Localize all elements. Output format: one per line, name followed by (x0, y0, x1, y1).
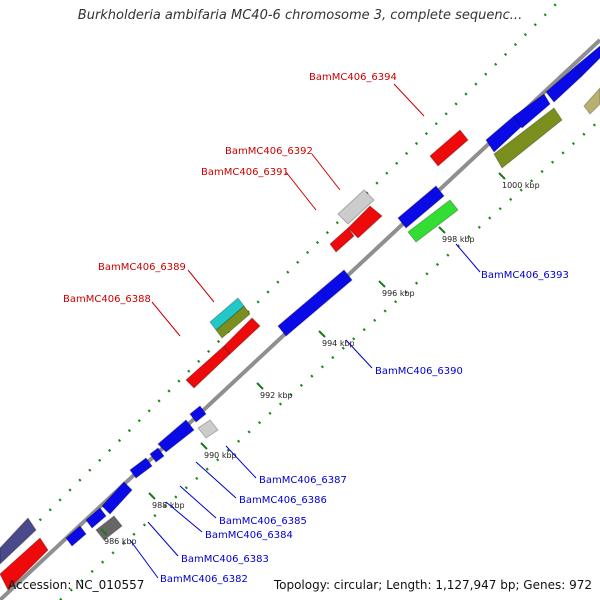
gene-arrow[interactable] (337, 189, 375, 225)
scale-tick-label: 998 kbp (442, 235, 475, 244)
gene-labels-top: BamMC406_6394 BamMC406_6392 BamMC406_639… (63, 72, 397, 305)
gene-arrow[interactable] (407, 199, 459, 243)
gene-arrow[interactable] (189, 405, 207, 423)
gene-labels-bottom: BamMC406_6393 BamMC406_6390 BamMC406_638… (160, 270, 569, 585)
topology-text: Topology: circular; Length: 1,127,947 bp… (273, 578, 592, 592)
gene-arrow[interactable] (493, 107, 563, 169)
scale-tick-label: 990 kbp (204, 451, 237, 460)
callout-line (285, 171, 317, 211)
callout-line (147, 521, 179, 557)
callout-line (187, 269, 215, 303)
scale-tick-label: 996 kbp (382, 289, 415, 298)
gene-label[interactable]: BamMC406_6383 (181, 554, 269, 565)
callout-line (455, 243, 481, 273)
gene-label[interactable]: BamMC406_6388 (63, 294, 151, 305)
gene-arrow[interactable] (575, 45, 600, 77)
accession-text: Accession: NC_010557 (8, 578, 145, 592)
gene-arrow[interactable] (583, 87, 600, 115)
scale-tick (100, 528, 108, 536)
scale-tick-label: 986 kbp (104, 537, 137, 546)
gene-label[interactable]: BamMC406_6389 (98, 262, 186, 273)
callout-line (151, 301, 181, 337)
gene-arrow[interactable] (329, 227, 355, 253)
gene-arrow[interactable] (0, 537, 49, 591)
callout-line (165, 501, 203, 533)
gene-arrow[interactable] (209, 297, 245, 331)
scale-tick (318, 330, 326, 338)
scale-tick (256, 382, 264, 390)
gene-label[interactable]: BamMC406_6394 (309, 72, 397, 83)
outer-dotted-ring-bottom (59, 119, 600, 600)
callout-line (179, 485, 217, 519)
scale-tick (498, 172, 506, 180)
reverse-features (65, 185, 459, 547)
callout-line (393, 83, 425, 117)
gene-label[interactable]: BamMC406_6390 (375, 366, 463, 377)
gene-arrow[interactable] (429, 129, 469, 167)
callout-line (311, 153, 341, 191)
gene-arrow[interactable] (215, 305, 251, 339)
gene-label[interactable]: BamMC406_6391 (201, 167, 289, 178)
gene-label[interactable]: BamMC406_6392 (225, 146, 313, 157)
gene-label[interactable]: BamMC406_6385 (219, 516, 307, 527)
gene-arrow[interactable] (513, 93, 551, 129)
gene-arrow[interactable] (397, 185, 445, 229)
gene-arrow[interactable] (197, 419, 219, 439)
scale-tick-label: 992 kbp (260, 391, 293, 400)
map-title: Burkholderia ambifaria MC40-6 chromosome… (77, 8, 523, 23)
gene-label[interactable]: BamMC406_6384 (205, 530, 293, 541)
forward-features (0, 45, 600, 591)
scale-tick-label: 988 kbp (152, 501, 185, 510)
gene-arrow[interactable] (95, 515, 123, 541)
callout-line (345, 339, 373, 369)
scale-ticks: 986 kbp 988 kbp 990 kbp 992 kbp 994 kbp 996 k… (100, 172, 540, 546)
gene-label[interactable]: BamMC406_6387 (259, 475, 347, 486)
scale-tick (200, 442, 208, 450)
callout-line (129, 539, 159, 579)
callout-line (195, 461, 237, 499)
gene-arrow[interactable] (85, 507, 107, 529)
gene-arrow[interactable] (149, 447, 165, 463)
scale-tick (148, 492, 156, 500)
gene-arrow[interactable] (0, 517, 37, 565)
gene-arrow[interactable] (347, 205, 383, 239)
gene-arrow[interactable] (277, 269, 353, 337)
gene-label[interactable]: BamMC406_6386 (239, 495, 327, 506)
scale-tick (438, 226, 446, 234)
scale-tick-label: 994 kbp (322, 339, 355, 348)
gene-label[interactable]: BamMC406_6382 (160, 574, 248, 585)
scale-tick-label: 1000 kbp (502, 181, 540, 190)
gene-arrow[interactable] (65, 525, 87, 547)
gene-arrow[interactable] (157, 419, 195, 453)
gene-arrow[interactable] (101, 481, 133, 515)
gene-arrow[interactable] (185, 345, 231, 389)
gene-arrow[interactable] (223, 317, 261, 355)
outer-dotted-ring-top (0, 0, 562, 561)
callout-lines (129, 83, 481, 579)
gene-arrow[interactable] (129, 457, 153, 479)
callout-line (225, 445, 257, 479)
gene-label[interactable]: BamMC406_6393 (481, 270, 569, 281)
scale-tick (378, 280, 386, 288)
